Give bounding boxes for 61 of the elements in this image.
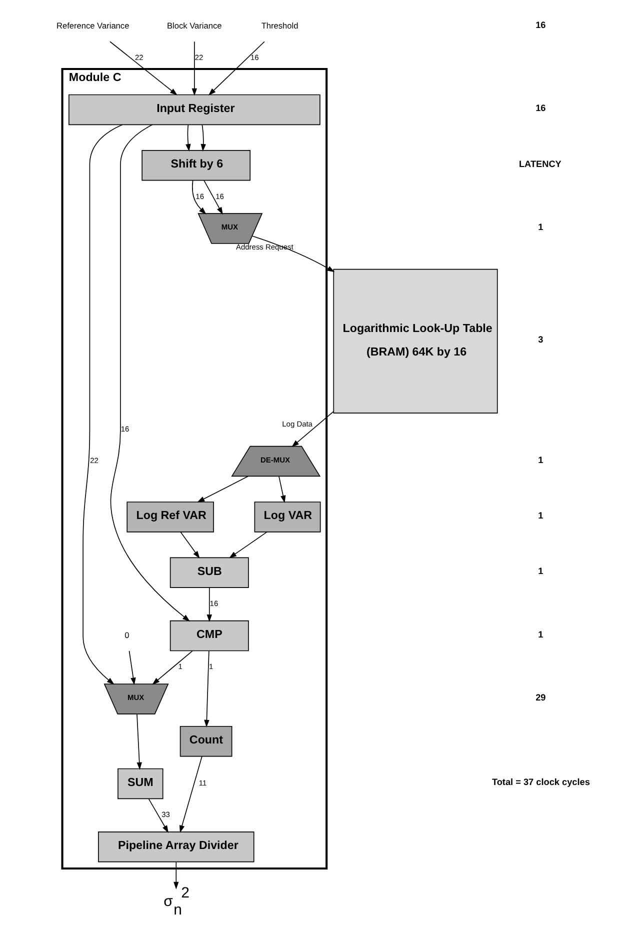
arrow [204, 180, 223, 215]
label: 3 [538, 334, 544, 345]
arrow [180, 756, 202, 833]
label: 29 [536, 692, 546, 702]
node-box: Count [180, 726, 232, 757]
arrow [82, 124, 123, 685]
node-box: Shift by 6 [142, 150, 251, 181]
label: 16 [536, 20, 546, 30]
edge-label: 22 [194, 53, 204, 62]
edge-label: Log Data [282, 420, 312, 429]
node-box: CMP [170, 620, 249, 652]
arrow [229, 532, 268, 558]
arrow [136, 714, 142, 770]
label: 1 [538, 454, 544, 465]
arrow [292, 411, 334, 448]
arrow [278, 476, 286, 504]
label: LATENCY [518, 158, 562, 169]
arrow [208, 41, 265, 96]
node-text: 0 [124, 630, 130, 640]
arrow [152, 650, 193, 685]
label: 1 [538, 629, 544, 640]
node-box: Input Register [68, 94, 320, 126]
arrow [200, 124, 206, 152]
arrow [252, 236, 335, 272]
edge-label: 1 [178, 662, 182, 672]
arrow [197, 476, 249, 502]
label: 1 [538, 222, 544, 232]
arrow [110, 124, 190, 622]
node-text: Threshold [261, 20, 298, 31]
label: Total = 37 clock cycles [492, 777, 590, 788]
arrow [204, 650, 210, 728]
node-box: Log Ref VAR [126, 502, 214, 532]
node-box: Logarithmic Look-Up Table (BRAM) 64K by 16 [333, 268, 498, 414]
arrow [186, 124, 191, 152]
arrow [148, 798, 169, 833]
edge-label: 16 [250, 53, 259, 62]
edge-label: 22 [90, 456, 98, 466]
label: 16 [536, 103, 546, 114]
edge-label: 16 [216, 192, 224, 201]
label: 1 [538, 566, 544, 576]
node-text: Block Variance [167, 20, 222, 31]
node-box: SUB [170, 557, 249, 588]
edge-label: 16 [120, 424, 130, 434]
edge-label: 16 [210, 599, 218, 608]
node-box: Pipeline Array Divider [98, 832, 254, 862]
node-box: SUM [118, 768, 164, 800]
edge-label: 33 [162, 810, 170, 820]
arrow [128, 650, 136, 686]
node-box: Log VAR [254, 502, 321, 532]
arrow [192, 180, 206, 214]
edge-label: 1 [208, 662, 214, 672]
edge-label: 16 [196, 192, 204, 201]
edge-label: 11 [198, 778, 207, 788]
arrow [174, 862, 179, 890]
node-text: Reference Variance [56, 20, 130, 31]
label: 1 [538, 510, 544, 520]
arrow [206, 587, 212, 622]
arrow [110, 41, 178, 96]
edge-label: 22 [135, 53, 144, 62]
arrow [192, 41, 198, 96]
arrow [180, 532, 200, 559]
